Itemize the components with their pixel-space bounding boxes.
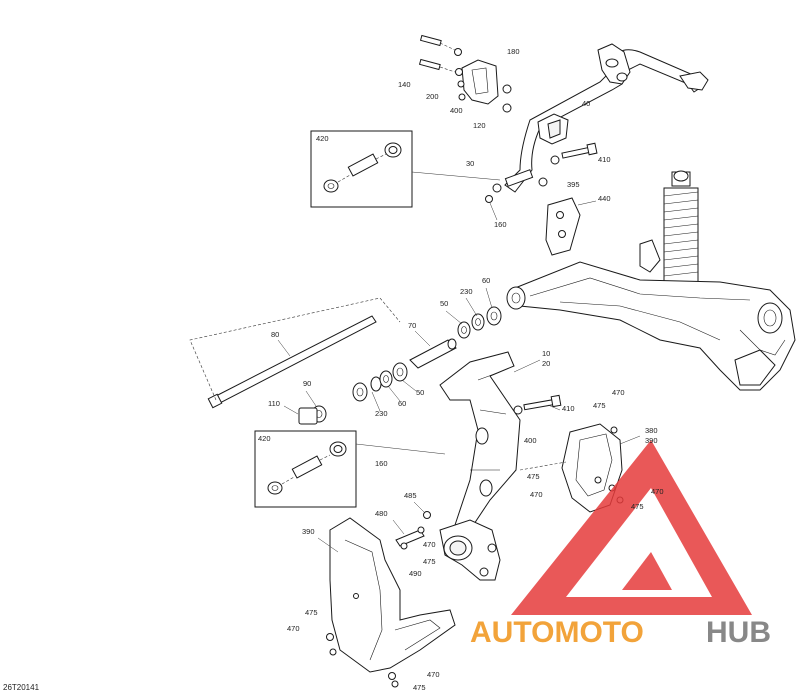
watermark-text-hub: HUB bbox=[706, 616, 771, 649]
callout-c380: 380 bbox=[645, 426, 658, 435]
callout-c90: 90 bbox=[303, 379, 311, 388]
sway-bar-bushing bbox=[537, 113, 569, 145]
callout-c470c: 470 bbox=[651, 487, 664, 496]
callout-c475c: 475 bbox=[631, 502, 644, 511]
callout-c50a: 50 bbox=[440, 299, 448, 308]
callout-c140: 140 bbox=[398, 80, 411, 89]
callout-c160b: 160 bbox=[375, 459, 388, 468]
callout-c60a: 60 bbox=[482, 276, 490, 285]
watermark-triangle bbox=[511, 440, 752, 615]
callout-labels: 180 140 200 400 120 40 30 410 395 440 160 420 80 60 23… bbox=[258, 47, 664, 692]
sway-bar-bracket bbox=[418, 34, 512, 113]
callout-c230a: 230 bbox=[460, 287, 473, 296]
callout-c410b: 410 bbox=[562, 404, 575, 413]
callout-c400a: 400 bbox=[450, 106, 463, 115]
bolt-410-top bbox=[538, 142, 598, 187]
callout-c120: 120 bbox=[473, 121, 486, 130]
callout-c80: 80 bbox=[271, 330, 279, 339]
callout-c395: 395 bbox=[567, 180, 580, 189]
callout-c440: 440 bbox=[598, 194, 611, 203]
callout-c470d: 470 bbox=[423, 540, 436, 549]
callout-c70: 70 bbox=[408, 321, 416, 330]
hub-knuckle bbox=[439, 519, 501, 581]
upper-pivot-hardware bbox=[409, 287, 502, 369]
callout-c10: 10 bbox=[542, 349, 550, 358]
callout-c30: 30 bbox=[466, 159, 474, 168]
shock-bracket-440 bbox=[545, 197, 597, 256]
watermark-logo: AUTOMOTO HUB bbox=[470, 440, 771, 649]
lower-pivot-hardware bbox=[283, 362, 417, 425]
sway-bar bbox=[504, 43, 709, 193]
callout-c390a: 390 bbox=[645, 436, 658, 445]
callout-c485: 485 bbox=[404, 491, 417, 500]
callout-c410a: 410 bbox=[598, 155, 611, 164]
callout-c490: 490 bbox=[409, 569, 422, 578]
callout-c160a: 160 bbox=[494, 220, 507, 229]
callout-c475a: 475 bbox=[593, 401, 606, 410]
callout-c40: 40 bbox=[582, 99, 590, 108]
upper-a-arm bbox=[506, 261, 796, 391]
callout-c50b: 50 bbox=[416, 388, 424, 397]
callout-c110: 110 bbox=[268, 399, 280, 408]
callout-c475d: 475 bbox=[423, 557, 436, 566]
detail-box-top bbox=[310, 130, 501, 208]
detail-box-bottom bbox=[254, 430, 446, 508]
trailing-arm bbox=[439, 351, 541, 531]
skid-plate-390 bbox=[317, 517, 456, 688]
callout-c390b: 390 bbox=[302, 527, 315, 536]
callout-c180: 180 bbox=[507, 47, 520, 56]
callout-c475e: 475 bbox=[305, 608, 318, 617]
callout-c475f: 475 bbox=[413, 683, 426, 692]
callout-c420a: 420 bbox=[316, 134, 329, 143]
callout-c400b: 400 bbox=[524, 436, 537, 445]
watermark-text-automoto: AUTOMOTO bbox=[470, 616, 644, 649]
bolt-410-lower bbox=[513, 394, 562, 415]
callout-c470b: 470 bbox=[530, 490, 543, 499]
callout-c475b: 475 bbox=[527, 472, 540, 481]
brake-line-bracket bbox=[392, 501, 431, 550]
sway-link bbox=[485, 169, 534, 221]
callout-c420b: 420 bbox=[258, 434, 271, 443]
reference-code: 26T20141 bbox=[3, 683, 40, 692]
callout-c470a: 470 bbox=[612, 388, 625, 397]
callout-c200: 200 bbox=[426, 92, 439, 101]
callout-c470f: 470 bbox=[427, 670, 440, 679]
callout-c470e: 470 bbox=[287, 624, 300, 633]
callout-c230b: 230 bbox=[375, 409, 388, 418]
pivot-bolt-80 bbox=[189, 297, 401, 409]
callout-c480: 480 bbox=[375, 509, 388, 518]
callout-c20: 20 bbox=[542, 359, 550, 368]
callout-c60b: 60 bbox=[398, 399, 406, 408]
